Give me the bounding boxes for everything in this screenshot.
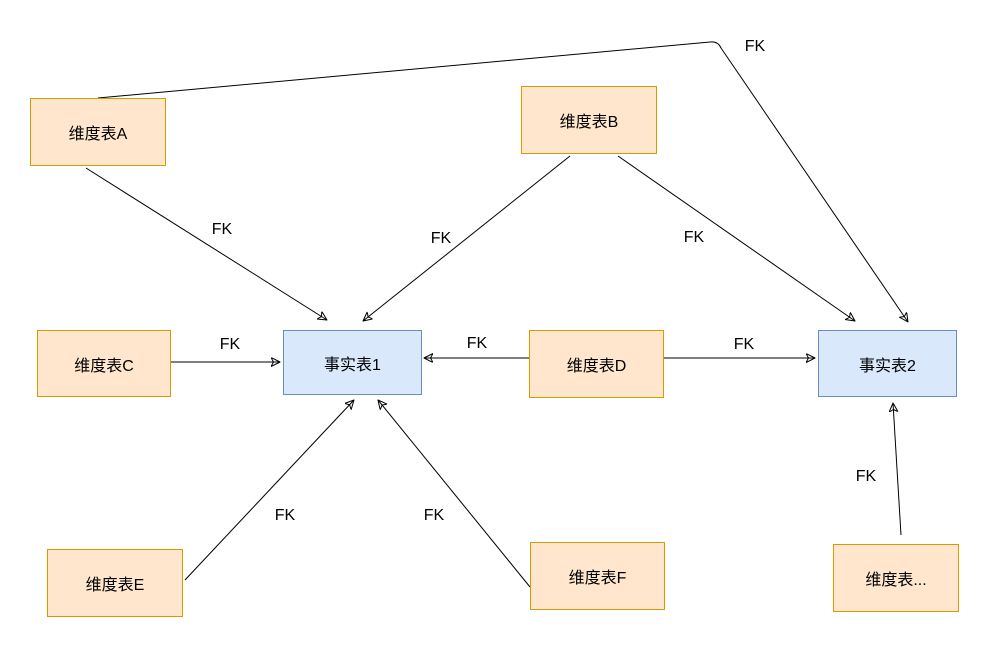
edge-dim-a-fact-2	[97, 41, 908, 322]
edge-dim-b-fact-1	[363, 155, 571, 321]
node-dimension-table-f: 维度表F	[530, 542, 665, 610]
edge-label-fk-d-fact2: FK	[731, 336, 757, 354]
node-dimension-table-e: 维度表E	[47, 549, 183, 617]
edge-label-fk-a-fact1: FK	[209, 221, 235, 239]
edge-label-fk-g-fact2: FK	[853, 468, 879, 486]
edge-label-fk-a-fact2: FK	[742, 38, 768, 56]
node-dimension-table-more: 维度表...	[833, 544, 959, 612]
node-dimension-table-a: 维度表A	[30, 98, 166, 166]
node-dimension-table-b: 维度表B	[521, 86, 657, 154]
edge-label-fk-d-fact1: FK	[464, 335, 490, 353]
edge-dim-g-fact-2	[893, 403, 902, 536]
node-dimension-table-d: 维度表D	[529, 330, 664, 398]
node-dimension-table-c: 维度表C	[37, 330, 171, 397]
edge-label-fk-e-fact1: FK	[272, 507, 298, 525]
edge-dim-e-fact-1	[184, 400, 354, 581]
edge-label-fk-f-fact1: FK	[421, 507, 447, 525]
edge-label-fk-b-fact2: FK	[681, 229, 707, 247]
edge-label-fk-c-fact1: FK	[217, 336, 243, 354]
node-fact-table-2: 事实表2	[818, 330, 957, 397]
edge-dim-f-fact-1	[378, 400, 531, 588]
edge-label-fk-b-fact1: FK	[428, 230, 454, 248]
edge-dim-a-fact-1	[85, 167, 327, 320]
edge-dim-b-fact-2	[617, 155, 855, 321]
node-fact-table-1: 事实表1	[283, 330, 422, 395]
